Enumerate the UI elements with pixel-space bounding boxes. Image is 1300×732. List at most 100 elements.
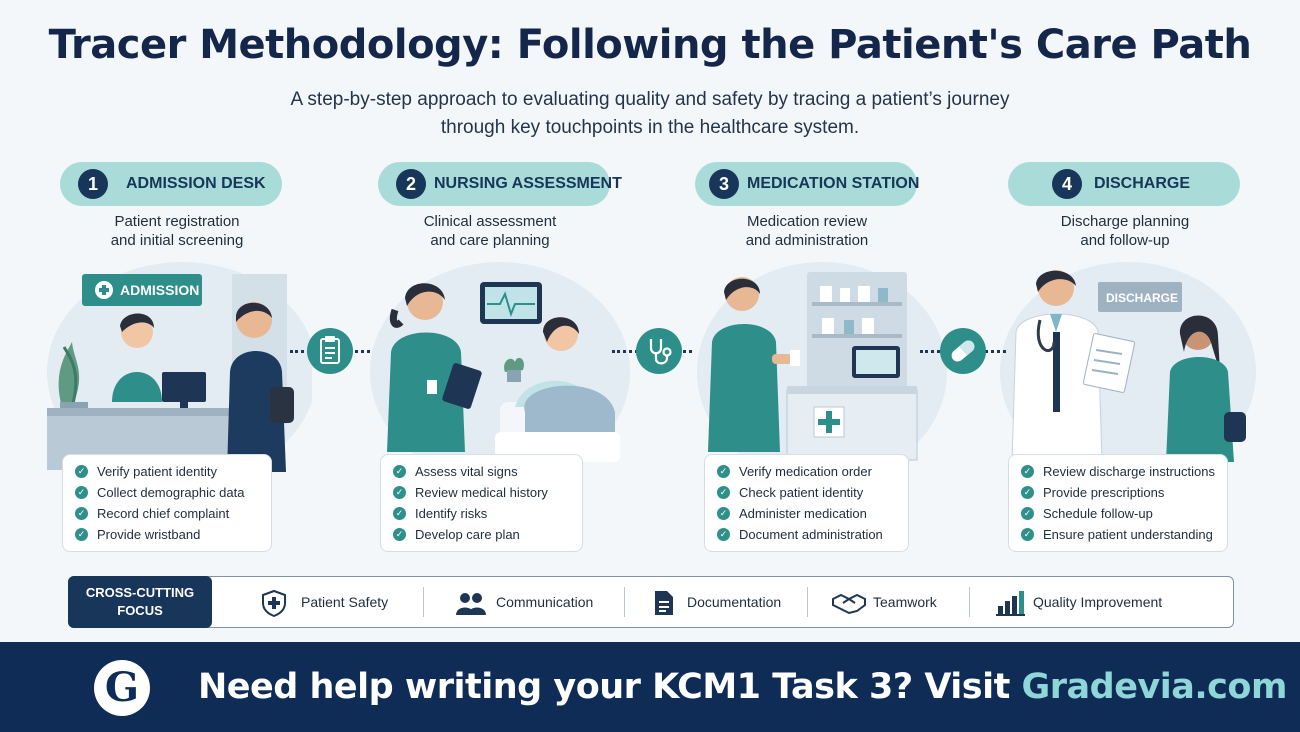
focus-label: Communication — [496, 594, 594, 610]
checklist-item: ✓Provide prescriptions — [1021, 482, 1227, 503]
document-icon — [655, 591, 673, 615]
check-icon: ✓ — [1021, 528, 1034, 542]
divider — [624, 587, 625, 617]
check-icon: ✓ — [75, 465, 88, 479]
discharge-sign-text: DISCHARGE — [1106, 291, 1178, 305]
check-icon: ✓ — [393, 528, 406, 542]
check-icon: ✓ — [1021, 465, 1034, 479]
checklist: ✓Assess vital signs ✓Review medical hist… — [380, 454, 583, 552]
check-icon: ✓ — [75, 507, 88, 521]
step-pill: 2 NURSING ASSESSMENT — [378, 162, 622, 206]
handshake-icon — [832, 593, 866, 615]
clipboard-icon — [320, 336, 340, 364]
step-number: 3 — [709, 169, 739, 199]
checklist-item: ✓Check patient identity — [717, 482, 908, 503]
step-pill: 1 ADMISSION DESK — [60, 162, 282, 206]
page-title: Tracer Methodology: Following the Patien… — [48, 22, 1252, 68]
step-number: 4 — [1052, 169, 1082, 199]
check-icon: ✓ — [75, 528, 88, 542]
footer-link[interactable]: Gradevia.com — [1021, 667, 1288, 707]
desc-line: Medication review — [746, 213, 868, 230]
nursing-scene-illustration — [370, 262, 630, 482]
checklist-item: ✓Ensure patient understanding — [1021, 524, 1227, 545]
admission-sign-text: ADMISSION — [120, 282, 199, 298]
divider — [423, 587, 424, 617]
stethoscope-icon — [649, 339, 672, 365]
checklist-item: ✓Review medical history — [393, 482, 582, 503]
step-label: DISCHARGE — [1094, 175, 1191, 192]
focus-tag-line: FOCUS — [117, 603, 163, 618]
connector-stethoscope — [636, 328, 682, 374]
checklist-item: ✓Assess vital signs — [393, 461, 582, 482]
focus-label: Teamwork — [873, 594, 937, 610]
desc-line: and initial screening — [110, 232, 244, 249]
medication-scene-illustration — [697, 262, 947, 482]
checklist-item: ✓Develop care plan — [393, 524, 582, 545]
step-label: ADMISSION DESK — [126, 175, 266, 192]
divider — [969, 587, 970, 617]
checklist-item: ✓Record chief complaint — [75, 503, 271, 524]
check-icon: ✓ — [717, 486, 730, 500]
checklist-item: ✓Identify risks — [393, 503, 582, 524]
shield-cross-icon — [262, 589, 286, 617]
checklist-item: ✓Schedule follow-up — [1021, 503, 1227, 524]
step-number: 1 — [78, 169, 108, 199]
desc-line: and care planning — [430, 232, 550, 249]
checklist-item: ✓Verify medication order — [717, 461, 908, 482]
checklist-item: ✓Document administration — [717, 524, 908, 545]
footer-text: Need help writing your KCM1 Task 3? Visi… — [198, 667, 1022, 707]
discharge-sign — [1098, 282, 1182, 312]
page-subtitle: A step-by-step approach to evaluating qu… — [290, 86, 1010, 142]
step-description: Patient registration and initial screeni… — [72, 212, 282, 250]
desc-line: Clinical assessment — [423, 213, 557, 230]
footer-cta: Need help writing your KCM1 Task 3? Visi… — [198, 642, 1287, 732]
focus-tag: CROSS-CUTTING FOCUS — [68, 576, 212, 628]
checklist: ✓Review discharge instructions ✓Provide … — [1008, 454, 1228, 552]
connector-clipboard — [307, 328, 353, 374]
focus-label: Quality Improvement — [1033, 594, 1163, 610]
people-icon — [456, 593, 486, 615]
step-description: Medication review and administration — [702, 212, 912, 250]
footer-banner: G Need help writing your KCM1 Task 3? Vi… — [0, 642, 1300, 732]
divider — [807, 587, 808, 617]
connector-pill — [940, 328, 986, 374]
checklist-item: ✓Collect demographic data — [75, 482, 271, 503]
check-icon: ✓ — [1021, 507, 1034, 521]
checklist-item: ✓Verify patient identity — [75, 461, 271, 482]
step-description: Clinical assessment and care planning — [385, 212, 595, 250]
cross-cutting-focus-bar: CROSS-CUTTING FOCUS Patient Safety Commu… — [68, 576, 1234, 628]
check-icon: ✓ — [75, 486, 88, 500]
desc-line: and administration — [745, 232, 869, 249]
focus-label: Patient Safety — [301, 594, 389, 610]
check-icon: ✓ — [393, 486, 406, 500]
check-icon: ✓ — [717, 507, 730, 521]
step-pill: 3 MEDICATION STATION — [695, 162, 920, 206]
check-icon: ✓ — [393, 465, 406, 479]
subtitle-line: through key touchpoints in the healthcar… — [440, 117, 860, 138]
check-icon: ✓ — [1021, 486, 1034, 500]
subtitle-line: A step-by-step approach to evaluating qu… — [290, 89, 1010, 110]
desc-line: and follow-up — [1080, 232, 1170, 249]
checklist: ✓Verify medication order ✓Check patient … — [704, 454, 909, 552]
step-number: 2 — [396, 169, 426, 199]
checklist-item: ✓Provide wristband — [75, 524, 271, 545]
checklist-item: ✓Review discharge instructions — [1021, 461, 1227, 482]
desc-line: Patient registration — [114, 213, 240, 230]
admission-sign — [82, 274, 202, 306]
checklist: ✓Verify patient identity ✓Collect demogr… — [62, 454, 272, 552]
bar-chart-icon — [996, 591, 1025, 616]
step-pill: 4 DISCHARGE — [1008, 162, 1240, 206]
check-icon: ✓ — [717, 528, 730, 542]
step-description: Discharge planning and follow-up — [1020, 212, 1230, 250]
gradevia-logo: G — [94, 660, 150, 716]
check-icon: ✓ — [717, 465, 730, 479]
desc-line: Discharge planning — [1060, 213, 1190, 230]
admission-scene-illustration: ADMISSION — [47, 262, 312, 482]
step-label: NURSING ASSESSMENT — [434, 175, 622, 192]
checklist-item: ✓Administer medication — [717, 503, 908, 524]
check-icon: ✓ — [393, 507, 406, 521]
step-label: MEDICATION STATION — [747, 175, 920, 192]
pill-icon — [951, 340, 975, 362]
discharge-scene-illustration: DISCHARGE — [1000, 262, 1256, 482]
focus-tag-line: CROSS-CUTTING — [85, 585, 195, 600]
